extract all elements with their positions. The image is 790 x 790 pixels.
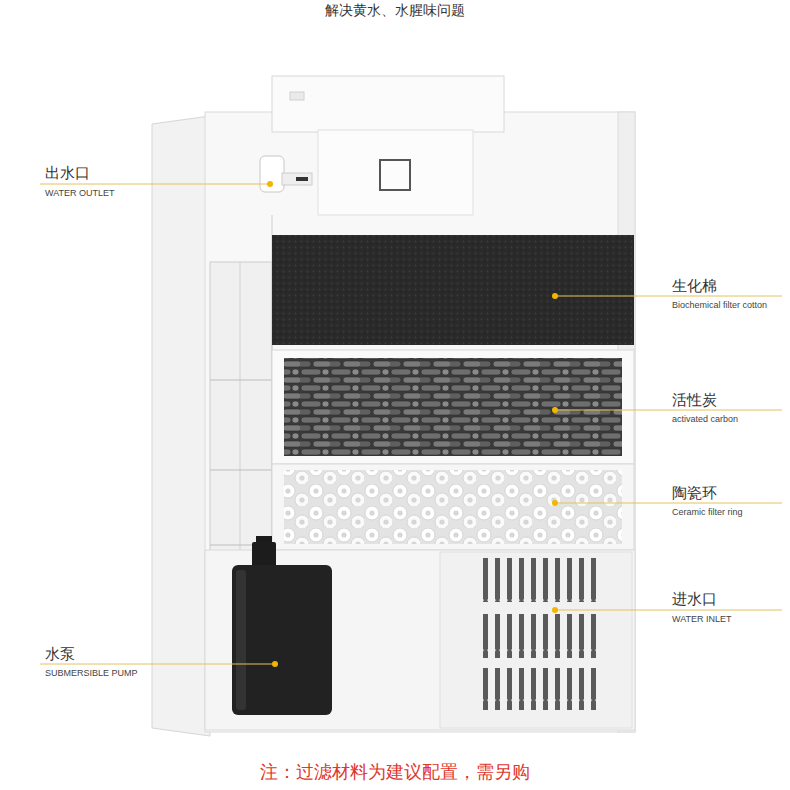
part-name: 水泵 bbox=[45, 645, 75, 662]
part-name: 陶瓷环 bbox=[672, 484, 717, 501]
part-name-en: Ceramic filter ring bbox=[672, 507, 743, 517]
caption: 注：过滤材料为建议配置，需另购 bbox=[260, 762, 530, 783]
part-name-en: activated carbon bbox=[672, 414, 738, 424]
part-name: 活性炭 bbox=[672, 391, 717, 408]
part-name-en: SUBMERSIBLE PUMP bbox=[45, 668, 138, 678]
part-name: 进水口 bbox=[672, 590, 717, 607]
part-name-en: Biochemical filter cotton bbox=[672, 300, 767, 310]
part-name-en: WATER OUTLET bbox=[45, 188, 115, 198]
part-name: 出水口 bbox=[45, 164, 90, 181]
part-name: 生化棉 bbox=[672, 277, 717, 294]
leader-lines bbox=[40, 181, 782, 667]
part-name-en: WATER INLET bbox=[672, 614, 732, 624]
title: 解决黄水、水腥味问题 bbox=[325, 2, 465, 18]
